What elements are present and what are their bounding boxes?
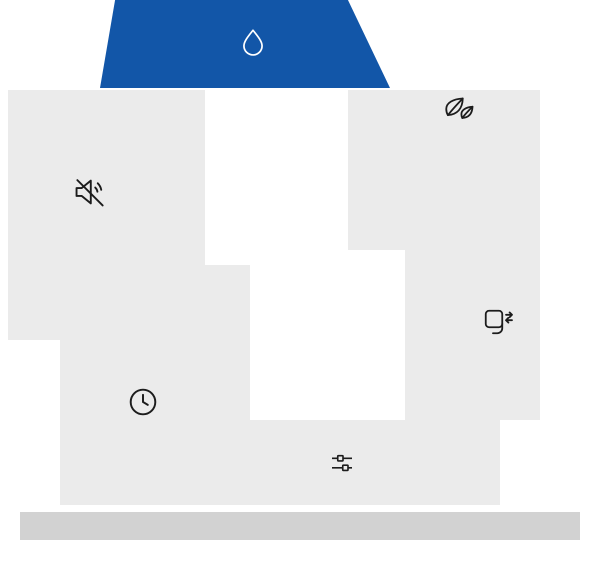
- leaves-icon: [441, 94, 477, 130]
- speaker-muted-icon: [71, 173, 109, 211]
- plug-swap-icon: [479, 304, 515, 340]
- sliders-icon: [327, 448, 357, 478]
- clock-icon: [125, 384, 161, 420]
- tile-settings[interactable]: [205, 420, 500, 505]
- water-drop-icon: [237, 26, 269, 58]
- footer-bar: [20, 512, 580, 540]
- tile-power-connection[interactable]: [405, 155, 540, 420]
